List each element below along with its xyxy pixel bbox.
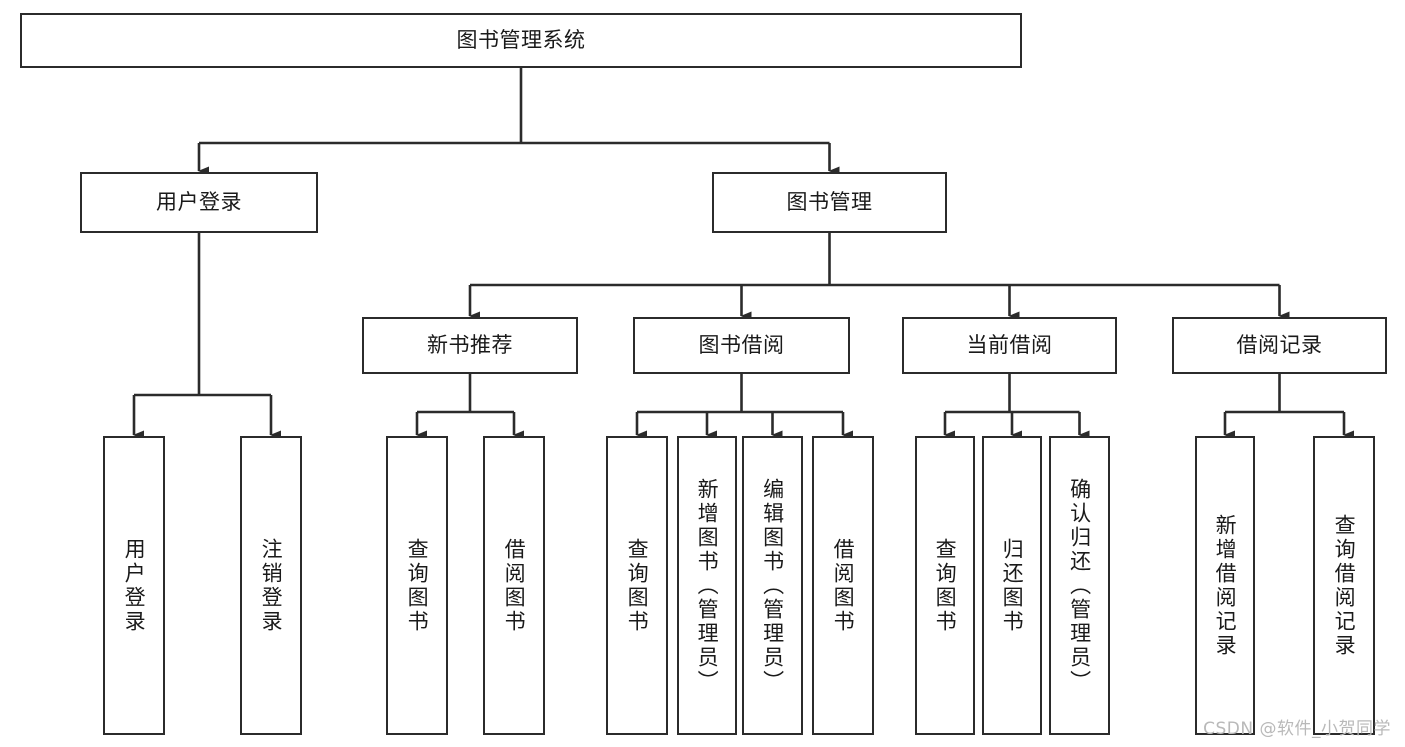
- node-borrow-record[interactable]: 借阅记录: [1172, 317, 1387, 374]
- node-label: 查询借阅记录: [1332, 513, 1357, 658]
- node-label: 确认归还（管理员）: [1067, 477, 1092, 694]
- leaf-user-login[interactable]: 用户登录: [103, 436, 165, 735]
- node-label: 归还图书: [1000, 537, 1025, 634]
- node-label: 编辑图书（管理员）: [760, 477, 785, 694]
- leaf-newbook-borrow-book[interactable]: 借阅图书: [483, 436, 545, 735]
- leaf-borrow-borrow-book[interactable]: 借阅图书: [812, 436, 874, 735]
- leaf-current-query-book[interactable]: 查询图书: [915, 436, 975, 735]
- leaf-current-confirm-return-admin[interactable]: 确认归还（管理员）: [1049, 436, 1110, 735]
- node-book-management-system[interactable]: 图书管理系统: [20, 13, 1022, 68]
- leaf-record-add-borrow-record[interactable]: 新增借阅记录: [1195, 436, 1255, 735]
- node-user-login[interactable]: 用户登录: [80, 172, 318, 233]
- node-book-management[interactable]: 图书管理: [712, 172, 947, 233]
- node-label: 借阅记录: [1236, 332, 1323, 357]
- node-label: 新增图书（管理员）: [695, 477, 720, 694]
- node-new-book-recommend[interactable]: 新书推荐: [362, 317, 578, 374]
- node-label: 新书推荐: [427, 332, 513, 357]
- leaf-borrow-add-book-admin[interactable]: 新增图书（管理员）: [677, 436, 737, 735]
- node-label: 新增借阅记录: [1213, 513, 1238, 658]
- node-label: 查询图书: [625, 537, 650, 634]
- node-label: 查询图书: [933, 537, 958, 634]
- node-label: 用户登录: [156, 189, 242, 214]
- node-label: 借阅图书: [831, 537, 856, 634]
- node-label: 借阅图书: [502, 537, 527, 634]
- leaf-borrow-query-book[interactable]: 查询图书: [606, 436, 668, 735]
- leaf-borrow-edit-book-admin[interactable]: 编辑图书（管理员）: [742, 436, 803, 735]
- leaf-current-return-book[interactable]: 归还图书: [982, 436, 1042, 735]
- node-label: 用户登录: [122, 537, 147, 634]
- node-label: 图书管理系统: [456, 27, 586, 52]
- node-label: 图书管理: [786, 189, 873, 214]
- leaf-record-query-borrow-record[interactable]: 查询借阅记录: [1313, 436, 1375, 735]
- leaf-user-logout[interactable]: 注销登录: [240, 436, 302, 735]
- node-label: 查询图书: [405, 537, 430, 634]
- node-label: 当前借阅: [966, 332, 1053, 357]
- node-label: 注销登录: [259, 537, 284, 634]
- node-current-borrow[interactable]: 当前借阅: [902, 317, 1117, 374]
- node-book-borrow[interactable]: 图书借阅: [633, 317, 850, 374]
- node-label: 图书借阅: [698, 332, 785, 357]
- leaf-newbook-query-book[interactable]: 查询图书: [386, 436, 448, 735]
